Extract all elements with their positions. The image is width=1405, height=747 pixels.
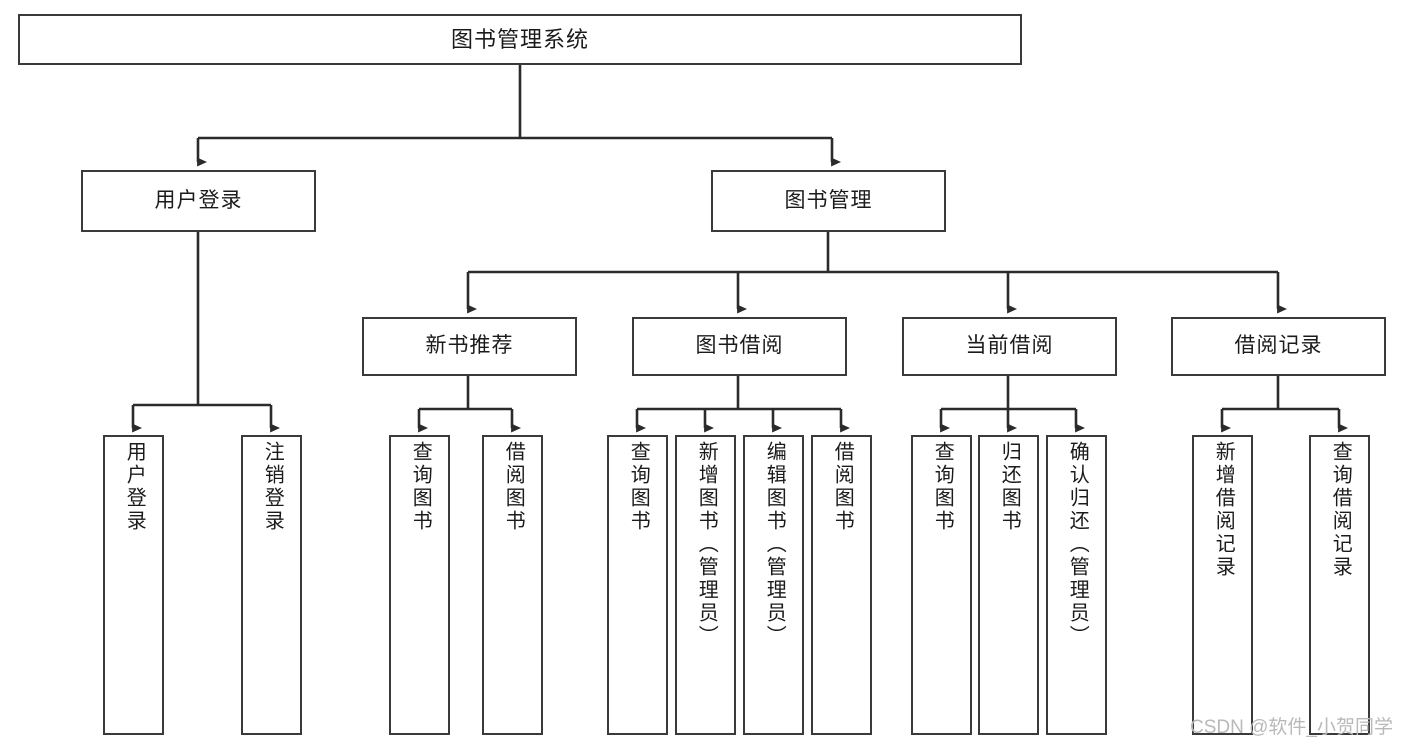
node-current-borrow[interactable]: 当前借阅 xyxy=(902,317,1117,376)
node-book-management[interactable]: 图书管理 xyxy=(711,170,946,232)
node-leaf-query-book-3[interactable]: 查询图书 xyxy=(911,435,972,735)
node-leaf-return-book-label: 归还图书 xyxy=(998,441,1021,533)
node-leaf-user-login[interactable]: 用户登录 xyxy=(103,435,164,735)
node-leaf-query-book-2-label: 查询图书 xyxy=(627,441,650,533)
node-leaf-borrow-book-2-label: 借阅图书 xyxy=(831,441,854,533)
node-borrow-record-label: 借阅记录 xyxy=(1234,334,1323,358)
node-leaf-query-book-3-label: 查询图书 xyxy=(931,441,954,533)
node-leaf-edit-book[interactable]: 编辑图书（管理员） xyxy=(743,435,804,735)
node-new-book-recommend[interactable]: 新书推荐 xyxy=(362,317,577,376)
node-leaf-borrow-book-1-label: 借阅图书 xyxy=(502,441,525,533)
node-new-book-recommend-label: 新书推荐 xyxy=(425,334,514,358)
node-leaf-add-record-label: 新增借阅记录 xyxy=(1212,441,1235,579)
node-leaf-borrow-book-1[interactable]: 借阅图书 xyxy=(482,435,543,735)
node-leaf-query-record-label: 查询借阅记录 xyxy=(1329,441,1352,579)
node-book-borrow-label: 图书借阅 xyxy=(695,334,784,358)
node-book-borrow[interactable]: 图书借阅 xyxy=(632,317,847,376)
node-leaf-borrow-book-2[interactable]: 借阅图书 xyxy=(811,435,872,735)
node-user-login-label: 用户登录 xyxy=(154,188,243,212)
node-leaf-query-book-1-label: 查询图书 xyxy=(409,441,432,533)
node-leaf-logout-label: 注销登录 xyxy=(261,441,284,533)
node-leaf-add-book[interactable]: 新增图书（管理员） xyxy=(675,435,736,735)
node-leaf-return-book[interactable]: 归还图书 xyxy=(978,435,1039,735)
node-leaf-confirm-return-label: 确认归还（管理员） xyxy=(1066,441,1089,648)
node-leaf-query-book-2[interactable]: 查询图书 xyxy=(607,435,668,735)
node-leaf-logout[interactable]: 注销登录 xyxy=(241,435,302,735)
node-root[interactable]: 图书管理系统 xyxy=(18,14,1022,65)
node-leaf-query-book-1[interactable]: 查询图书 xyxy=(389,435,450,735)
node-leaf-user-login-label: 用户登录 xyxy=(123,441,146,533)
node-user-login[interactable]: 用户登录 xyxy=(81,170,316,232)
node-borrow-record[interactable]: 借阅记录 xyxy=(1171,317,1386,376)
node-leaf-add-book-label: 新增图书（管理员） xyxy=(695,441,718,648)
node-current-borrow-label: 当前借阅 xyxy=(965,334,1054,358)
node-root-label: 图书管理系统 xyxy=(450,26,589,52)
node-leaf-confirm-return[interactable]: 确认归还（管理员） xyxy=(1046,435,1107,735)
node-leaf-edit-book-label: 编辑图书（管理员） xyxy=(763,441,786,648)
node-book-management-label: 图书管理 xyxy=(784,188,873,212)
node-leaf-query-record[interactable]: 查询借阅记录 xyxy=(1309,435,1370,735)
node-leaf-add-record[interactable]: 新增借阅记录 xyxy=(1192,435,1253,735)
